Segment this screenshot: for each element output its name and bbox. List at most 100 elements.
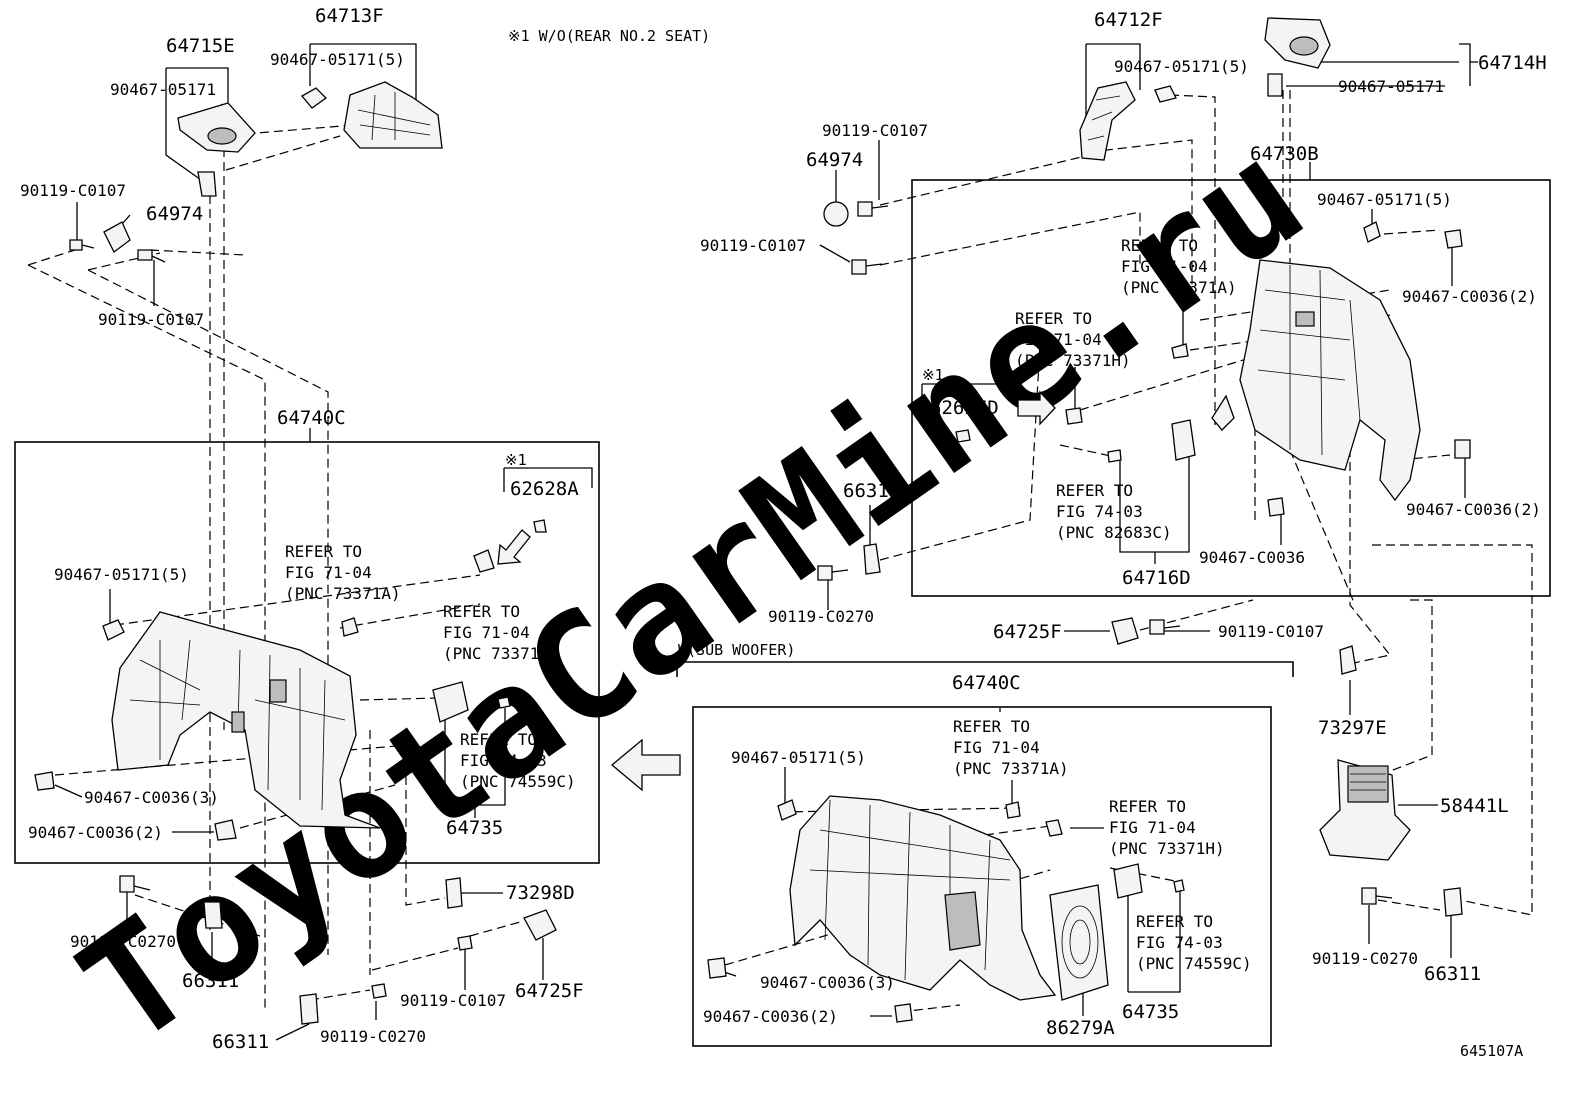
svg-text:FIG 71-04: FIG 71-04 [1109,818,1196,837]
label-90467-C0036-2-left: 90467-C0036(2) [28,823,163,842]
label-66311-c: 66311 [843,480,900,502]
label-90467-C0036-right: 90467-C0036 [1199,548,1305,567]
note-header: ※1 W/O(REAR NO.2 SEAT) [508,27,710,45]
label-90467-05171-top-right: 90467-05171 [1338,77,1444,96]
arrow-62627D-icon [1017,390,1056,426]
label-64974-b: 64974 [806,149,863,171]
svg-text:FIG 74-03: FIG 74-03 [1136,933,1223,952]
svg-text:(PNC 74559C): (PNC 74559C) [1136,954,1252,973]
note-mark-62627D: ※1 [922,366,944,384]
label-90467-05171-5-top-left: 90467-05171(5) [270,50,405,69]
part-86279A-shape [1049,884,1109,1001]
svg-text:FIG 71-04: FIG 71-04 [285,563,372,582]
note-mark-62628A: ※1 [505,451,527,469]
svg-text:(PNC 73371A): (PNC 73371A) [285,584,401,603]
svg-text:REFER TO: REFER TO [1056,481,1133,500]
sub-woofer-frame [692,706,1272,1047]
svg-text:(PNC 74559C): (PNC 74559C) [460,772,576,791]
sub-woofer-clips [707,799,1185,1023]
label-90467-05171-5-sub-woofer: 90467-05171(5) [731,748,866,767]
label-90119-C0107-f: 90119-C0107 [1218,622,1324,641]
label-90119-C0107-b: 90119-C0107 [98,310,204,329]
right-middle-parts [817,543,1357,675]
label-73297E: 73297E [1318,717,1387,739]
label-90119-C0107-a: 90119-C0107 [20,181,126,200]
ref-73371H-right: REFER TO FIG 71-04 (PNC 73371H) [1015,309,1131,370]
ref-82683C-right: REFER TO FIG 74-03 (PNC 82683C) [1056,481,1172,542]
svg-text:(PNC 73371A): (PNC 73371A) [953,759,1069,778]
part-64730B-shape [1211,259,1421,502]
svg-text:REFER TO: REFER TO [1121,236,1198,255]
label-90119-C0107-c: 90119-C0107 [400,991,506,1010]
part-64714H-shape [1264,17,1331,97]
label-90119-C0270-c: 90119-C0270 [768,607,874,626]
ref-74559C-sub-woofer: REFER TO FIG 74-03 (PNC 74559C) [1136,912,1252,973]
label-64725F-a: 64725F [515,980,584,1002]
svg-text:FIG 71-04: FIG 71-04 [443,623,530,642]
sub-woofer-bracket [676,661,1294,677]
label-90119-C0270-b: 90119-C0270 [320,1027,426,1046]
part-64740C-left-shape [111,611,381,829]
label-sub-woofer: W(SUB WOOFER) [678,641,795,659]
svg-text:REFER TO: REFER TO [460,730,537,749]
right-upper-frame [911,179,1551,597]
label-86279A: 86279A [1046,1017,1115,1039]
label-90467-05171-5-left-box: 90467-05171(5) [54,565,189,584]
part-64740C-sub-woofer-shape [789,795,1057,1001]
label-90467-C0036-2-right-upper: 90467-C0036(2) [1402,287,1537,306]
label-64974-a: 64974 [146,203,203,225]
label-62628A: 62628A [510,478,579,500]
svg-text:REFER TO: REFER TO [1136,912,1213,931]
label-66311-d: 66311 [1424,963,1481,985]
label-90119-C0107-d: 90119-C0107 [822,121,928,140]
ref-73371A-sub-woofer: REFER TO FIG 71-04 (PNC 73371A) [953,717,1069,778]
label-64735-sub-woofer: 64735 [1122,1001,1179,1023]
svg-text:REFER TO: REFER TO [1109,797,1186,816]
label-64725F-b: 64725F [993,621,1062,643]
left-top-fasteners [69,221,166,263]
svg-text:REFER TO: REFER TO [1015,309,1092,328]
label-90119-C0270-a: 90119-C0270 [70,932,176,951]
label-90467-C0036-3-left: 90467-C0036(3) [84,788,219,807]
svg-text:REFER TO: REFER TO [443,602,520,621]
svg-text:FIG 71-04: FIG 71-04 [953,738,1040,757]
part-64712F-shape [1079,81,1177,161]
svg-text:REFER TO: REFER TO [953,717,1030,736]
right-top-fasteners [823,201,889,275]
label-90467-05171-5-right-box: 90467-05171(5) [1317,190,1452,209]
label-90467-C0036-3-sub-woofer: 90467-C0036(3) [760,973,895,992]
part-58441L-shape [1319,759,1411,861]
svg-text:REFER TO: REFER TO [285,542,362,561]
label-64714H: 64714H [1478,52,1547,74]
label-64712F: 64712F [1094,9,1163,31]
label-73298D: 73298D [506,882,575,904]
label-64713F: 64713F [315,5,384,27]
label-66311-a: 66311 [182,970,239,992]
label-66311-b: 66311 [212,1031,269,1053]
ref-73371H-sub-woofer: REFER TO FIG 71-04 (PNC 73371H) [1109,797,1225,858]
ref-73371H-left: REFER TO FIG 71-04 (PNC 73371H) [443,602,559,663]
part-64715E-shape [177,102,256,197]
svg-text:FIG 74-03: FIG 74-03 [1056,502,1143,521]
svg-text:(PNC 73371H): (PNC 73371H) [1109,839,1225,858]
ref-74559C-left: REFER TO FIG 74-03 (PNC 74559C) [460,730,576,791]
svg-text:FIG 74-03: FIG 74-03 [460,751,547,770]
label-58441L: 58441L [1440,795,1509,817]
label-90119-C0270-d: 90119-C0270 [1312,949,1418,968]
arrow-to-left-assembly-icon [610,738,681,792]
svg-text:(PNC 82683C): (PNC 82683C) [1056,523,1172,542]
label-64740C-sub-woofer: 64740C [952,672,1021,694]
label-62627D: 62627D [930,397,999,419]
label-90467-05171-top-left: 90467-05171 [110,80,216,99]
svg-text:(PNC 73371H): (PNC 73371H) [443,644,559,663]
ref-73371A-right: REFER TO FIG 71-04 (PNC 73371A) [1121,236,1237,297]
svg-text:FIG 71-04: FIG 71-04 [1015,330,1102,349]
svg-text:FIG 71-04: FIG 71-04 [1121,257,1208,276]
label-90467-C0036-2-right-lower: 90467-C0036(2) [1406,500,1541,519]
lower-right-parts [1361,887,1463,917]
label-64715E: 64715E [166,35,235,57]
label-64730B: 64730B [1250,143,1319,165]
svg-text:(PNC 73371A): (PNC 73371A) [1121,278,1237,297]
label-90119-C0107-e: 90119-C0107 [700,236,806,255]
